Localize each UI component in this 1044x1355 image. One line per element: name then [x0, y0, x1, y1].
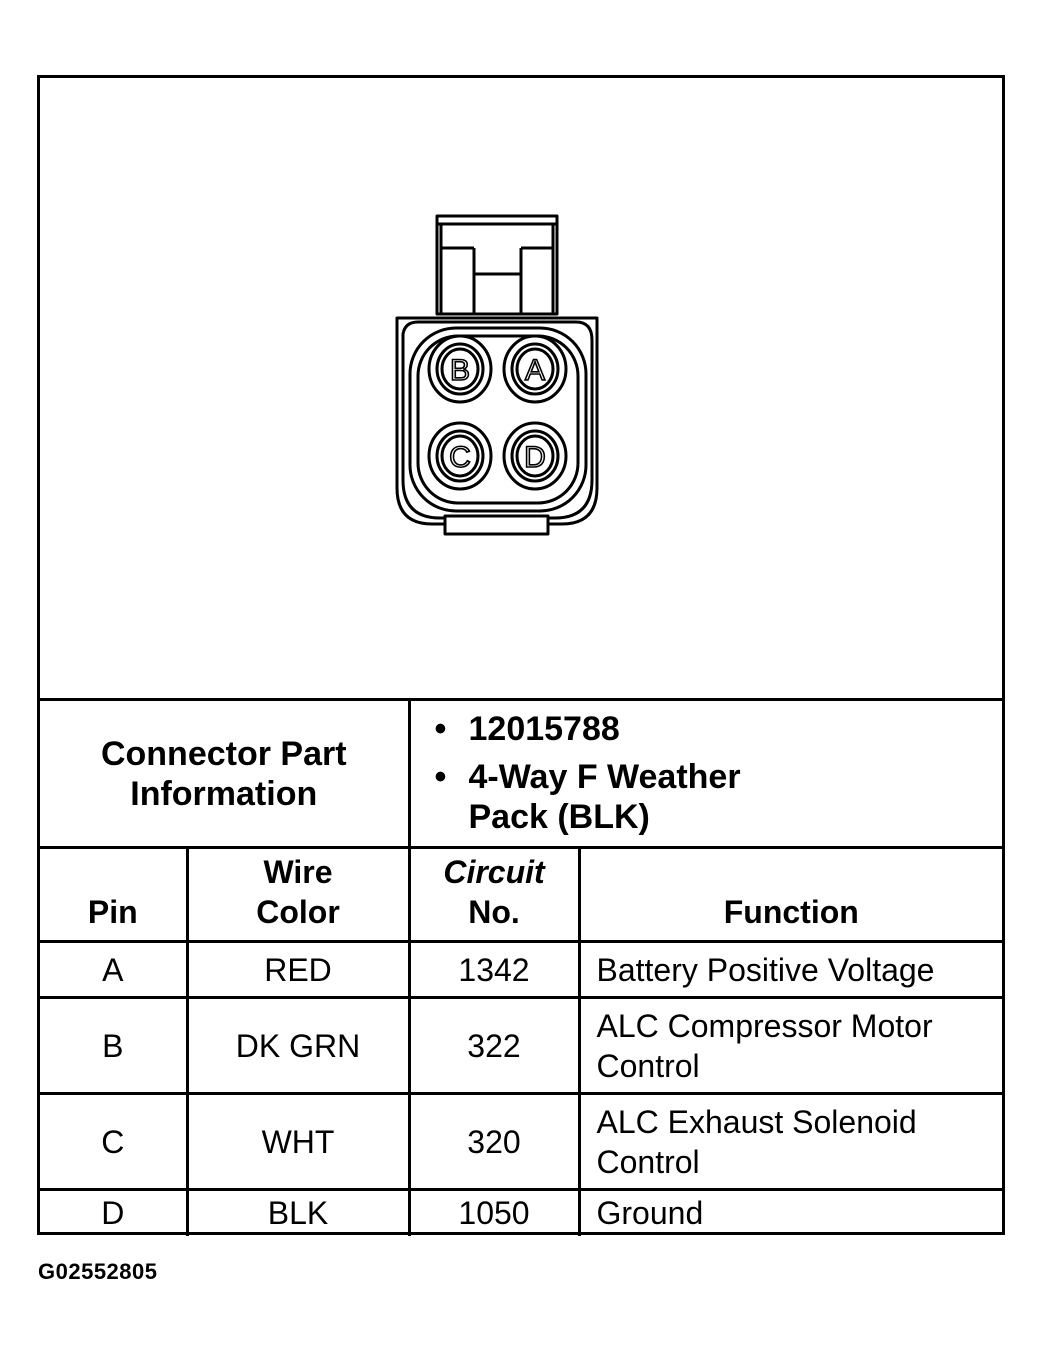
header-pin: Pin — [40, 846, 189, 943]
pin-cavity-a — [502, 334, 568, 404]
function-cell: Ground — [577, 1188, 1003, 1236]
table-row: C WHT 320 ALC Exhaust Solenoid Control — [40, 1092, 1003, 1191]
pin-cell: D — [40, 1188, 189, 1236]
pin-cavities — [427, 334, 568, 491]
function-line1: ALC Exhaust Solenoid — [596, 1103, 917, 1140]
pin-label-c: C — [449, 441, 471, 474]
part-number: 12015788 — [435, 709, 1003, 749]
wire-color-cell: BLK — [185, 1188, 411, 1236]
table-row: D BLK 1050 Ground — [40, 1188, 1003, 1236]
connector-table: Connector Part Information 12015788 4-Wa… — [40, 698, 1003, 1236]
function-line1: Battery Positive Voltage — [596, 951, 935, 988]
connector-key — [443, 514, 550, 536]
connector-frame: B A C D Connector Part Information — [37, 75, 1005, 1236]
pin-cell: B — [40, 996, 189, 1095]
locking-tab — [435, 214, 559, 316]
description-line1: 4-Way F Weather — [468, 758, 741, 796]
pin-cavity-c — [427, 421, 493, 491]
image-code: G02552805 — [38, 1259, 158, 1284]
connector-info-row: Connector Part Information 12015788 4-Wa… — [40, 698, 1003, 849]
circuit-cell: 320 — [407, 1092, 581, 1191]
header-circuit: Circuit No. — [407, 846, 581, 943]
pin-cell: A — [40, 940, 189, 999]
header-circuit-line2: No. — [468, 894, 520, 930]
function-line2: Control — [596, 1143, 700, 1180]
connector-info-label: Connector Part Information — [40, 698, 411, 849]
info-label-line1: Connector Part — [100, 734, 347, 773]
connector-diagram: B A C D — [40, 78, 1002, 698]
table-row: A RED 1342 Battery Positive Voltage — [40, 940, 1003, 999]
function-cell: ALC Compressor Motor Control — [577, 996, 1003, 1095]
wire-color-cell: WHT — [185, 1092, 411, 1191]
function-cell: Battery Positive Voltage — [577, 940, 1003, 999]
pin-label-a: A — [525, 354, 545, 387]
function-line2: Control — [596, 1047, 700, 1084]
connector-info-values: 12015788 4-Way F Weather Pack (BLK) — [407, 698, 1003, 849]
pin-cavity-d — [502, 421, 568, 491]
function-cell: ALC Exhaust Solenoid Control — [577, 1092, 1003, 1191]
circuit-cell: 1342 — [407, 940, 581, 999]
description-line2: Pack (BLK) — [468, 798, 650, 836]
info-label-line2: Information — [130, 774, 318, 813]
table-header: Pin Wire Color Circuit No. Function — [40, 846, 1003, 943]
wire-color-cell: DK GRN — [185, 996, 411, 1095]
pin-label-d: D — [524, 441, 546, 474]
connector-drawing: B A C D — [395, 214, 599, 536]
header-wire-color-line1: Wire — [263, 854, 333, 890]
header-wire-color-line2: Color — [256, 894, 340, 930]
table-row: B DK GRN 322 ALC Compressor Motor Contro… — [40, 996, 1003, 1095]
circuit-cell: 322 — [407, 996, 581, 1095]
wire-color-cell: RED — [185, 940, 411, 999]
pin-cell: C — [40, 1092, 189, 1191]
pin-cavity-b — [427, 334, 493, 404]
function-line1: ALC Compressor Motor — [596, 1007, 933, 1044]
header-wire-color: Wire Color — [185, 846, 411, 943]
header-circuit-line1: Circuit — [443, 854, 545, 890]
function-line1: Ground — [596, 1195, 704, 1232]
connector-description: 4-Way F Weather Pack (BLK) — [435, 757, 1003, 837]
circuit-cell: 1050 — [407, 1188, 581, 1236]
header-function: Function — [577, 846, 1003, 943]
pin-label-b: B — [450, 354, 470, 387]
